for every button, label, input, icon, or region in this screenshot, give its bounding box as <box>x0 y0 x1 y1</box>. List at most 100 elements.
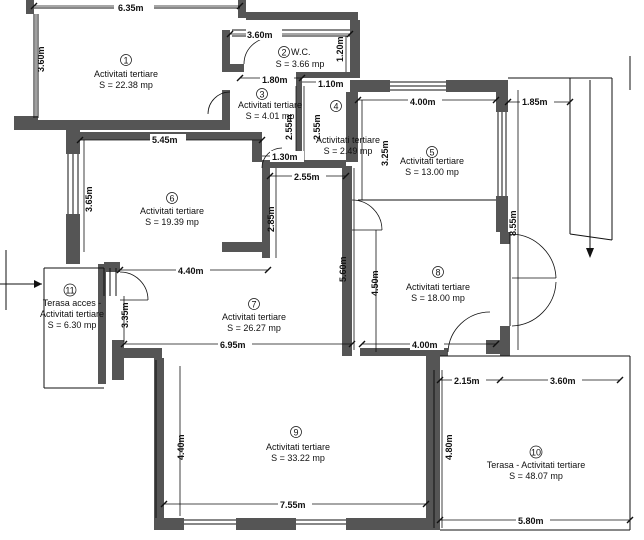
room-9-label: 9 Activitati tertiare S = 33.22 mp <box>266 426 330 463</box>
room-area: S = 22.38 mp <box>99 80 153 90</box>
dimension-label: 2.15m <box>454 376 480 386</box>
room-area: S = 19.39 mp <box>145 217 199 227</box>
dimension-label: 3.60m <box>36 46 46 72</box>
wall-segment <box>262 160 346 168</box>
room-name: Activitati tertiare <box>238 100 302 110</box>
wall-segment <box>98 264 106 384</box>
wall-segment <box>222 30 230 72</box>
room-2-label: 2 W.C. S = 3.66 mp <box>276 46 325 69</box>
dimension-label: 2.85m <box>266 206 276 232</box>
wall-segment <box>66 214 80 264</box>
door-swing <box>119 271 149 301</box>
wall-segment <box>342 166 352 356</box>
wall-segment <box>426 356 440 528</box>
wall-segment <box>104 262 120 272</box>
room-area: S = 48.07 mp <box>509 471 563 481</box>
arrow-head-icon <box>586 248 594 258</box>
dimension-label: 3.60m <box>550 376 576 386</box>
wall-segment <box>154 358 164 528</box>
wall-segment <box>296 72 302 160</box>
wall-segment <box>496 196 508 232</box>
room-name: Activitati tertiare <box>222 312 286 322</box>
room-name: Terasa acces - <box>43 298 102 308</box>
dimension-label: 4.40m <box>176 434 186 460</box>
room-4-label: 4 Activitati tertiare S = 2.49 mp <box>316 100 380 156</box>
room-name: Activitati tertiare <box>316 135 380 145</box>
door-swing <box>511 281 557 327</box>
wall-segment <box>246 12 358 20</box>
dimension-label: 3.60m <box>247 30 273 40</box>
wall-segment <box>14 116 38 130</box>
wall-segment <box>222 242 270 252</box>
room-7-label: 7 Activitati tertiare S = 26.27 mp <box>222 298 286 333</box>
dimension-label: 3.25m <box>380 140 390 166</box>
wall-segment <box>230 64 244 72</box>
arrow-head-icon <box>34 280 42 288</box>
dimension-label: 1.20m <box>335 36 345 62</box>
room-number: 10 <box>531 448 541 458</box>
dimension-label: 4.40m <box>178 266 204 276</box>
dimension-label: 6.95m <box>220 340 246 350</box>
room-5-label: 5 Activitati tertiare S = 13.00 mp <box>400 146 464 177</box>
wall-segment <box>252 132 262 162</box>
wall-segment <box>350 80 390 92</box>
wall-segment <box>222 90 230 130</box>
door-swing <box>351 199 383 231</box>
door-swing <box>261 147 283 169</box>
wall-segment <box>500 232 510 244</box>
door-swing <box>243 37 271 65</box>
room-number: 4 <box>333 102 338 112</box>
room-area: S = 6.30 mp <box>48 320 97 330</box>
dimension-label: 1.30m <box>272 152 298 162</box>
room-number: 1 <box>123 56 128 66</box>
wall-segment <box>346 92 358 162</box>
wall-segment <box>38 120 224 130</box>
room-labels: 1 Activitati tertiare S = 22.38 mp 2 W.C… <box>40 46 586 481</box>
dimension-label: 1.85m <box>522 97 548 107</box>
dimension-label: 4.00m <box>410 97 436 107</box>
room-name: Activitati tertiare <box>266 442 330 452</box>
arrows <box>34 248 594 288</box>
wall-segment <box>346 518 440 530</box>
room-1-label: 1 Activitati tertiare S = 22.38 mp <box>94 54 158 90</box>
wall-segment <box>360 348 448 356</box>
room-name: Terasa - Activitati tertiare <box>487 460 586 470</box>
room-number: 2 <box>281 48 286 58</box>
door-swings <box>119 37 557 353</box>
room-area: S = 2.49 mp <box>324 146 373 156</box>
dimension-label: 3.35m <box>120 302 130 328</box>
dimension-label: 5.60m <box>338 256 348 282</box>
wall-segment <box>236 518 296 530</box>
wall-segment <box>66 128 80 154</box>
room-area: S = 13.00 mp <box>405 167 459 177</box>
wall-segment <box>26 0 34 14</box>
dimension-label: 7.55m <box>280 500 306 510</box>
thin-lines <box>0 7 631 531</box>
room-area: S = 4.01 mp <box>246 111 295 121</box>
room-number: 11 <box>65 286 74 296</box>
room-area: S = 33.22 mp <box>271 453 325 463</box>
room-area: S = 26.27 mp <box>227 323 281 333</box>
room-10-label: 10 Terasa - Activitati tertiare S = 48.0… <box>487 445 586 481</box>
dimension-label: 5.80m <box>518 516 544 526</box>
dimension-label: 1.80m <box>262 75 288 85</box>
room-area: S = 3.66 mp <box>276 59 325 69</box>
dimension-label: 1.10m <box>318 79 344 89</box>
room-number: 7 <box>251 300 256 310</box>
dimension-labels: 6.35m 3.60m 3.60m 1.20m 1.80m 1.10m 2.55… <box>36 0 582 526</box>
door-swing <box>207 91 231 115</box>
dimension-label: 2.55m <box>312 114 322 140</box>
wall-segment <box>120 348 162 358</box>
room-name: Activitati tertiare <box>406 282 470 292</box>
room-number: 3 <box>259 90 264 100</box>
room-name: Activitati tertiare <box>400 156 464 166</box>
dimension-label: 4.50m <box>370 270 380 296</box>
dimension-label: 3.65m <box>84 186 94 212</box>
door-swing <box>447 311 491 353</box>
wall-segment <box>154 518 184 530</box>
room-number: 8 <box>435 268 440 278</box>
walls <box>14 0 510 530</box>
room-area: S = 18.00 mp <box>411 293 465 303</box>
wall-segment <box>496 92 508 112</box>
